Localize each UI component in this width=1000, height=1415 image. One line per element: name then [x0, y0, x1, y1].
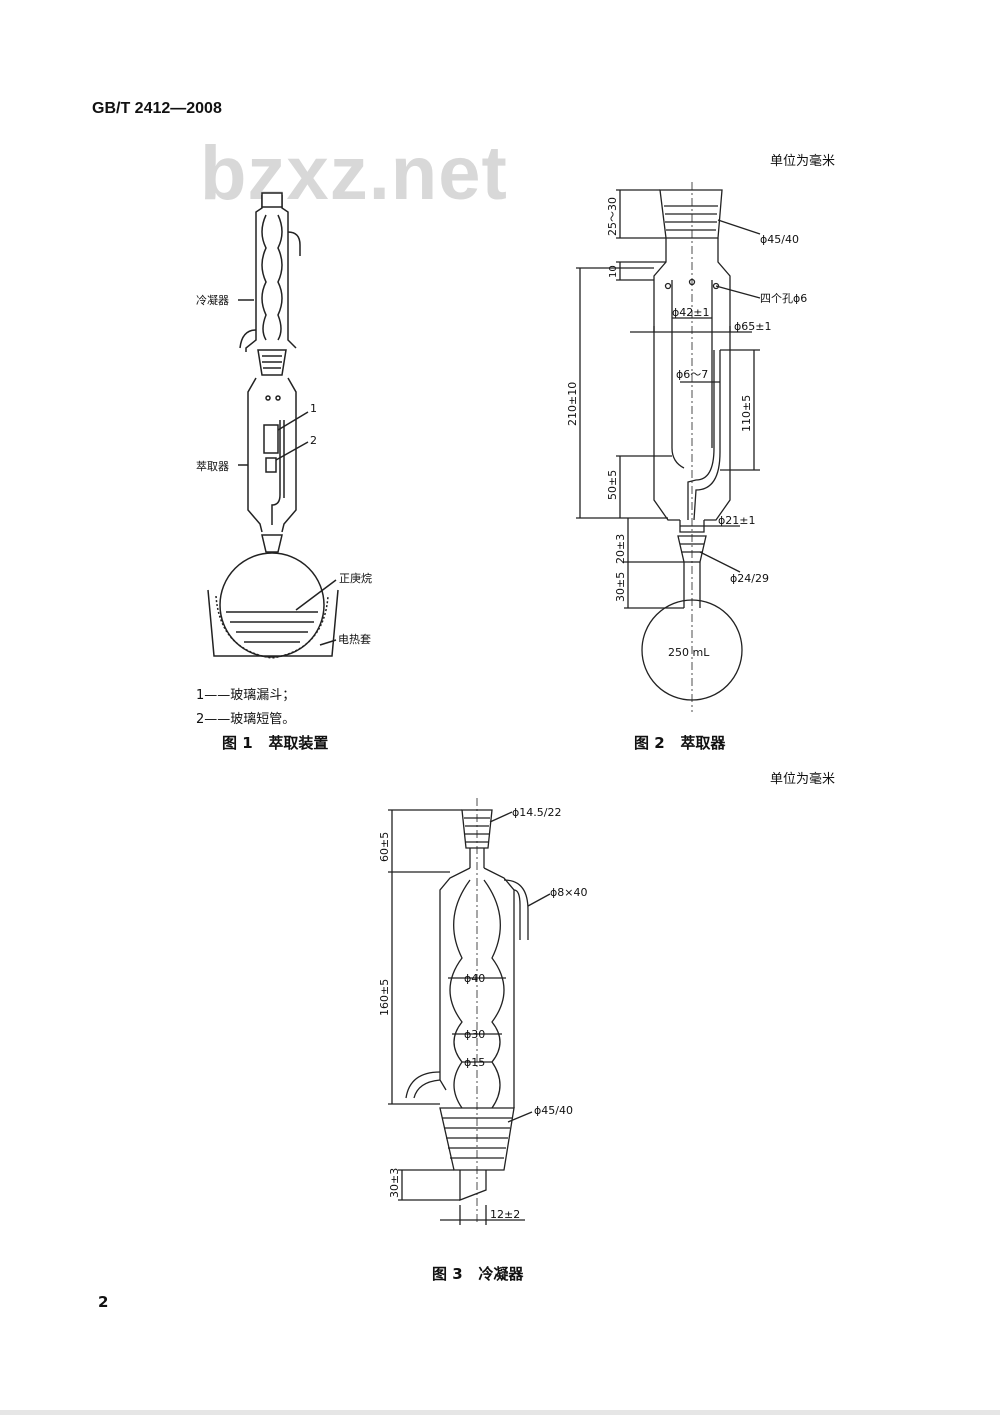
fig3-tip-len: 30±3 [388, 1168, 401, 1198]
fig2-inner-d: ϕ42±1 [672, 306, 709, 319]
unit-note-top: 单位为毫米 [770, 154, 836, 169]
unit-note-bottom: 单位为毫米 [770, 772, 836, 787]
fig2-top-len: 25～30 [606, 197, 619, 236]
fig1-legend-item-1: 1——玻璃漏斗； [196, 688, 296, 703]
fig2-neck-len: 20±3 [614, 534, 627, 564]
fig2-tube-d: ϕ6～7 [676, 368, 708, 381]
fig3-body-len: 160±5 [378, 979, 391, 1016]
fig2-holes: 四个孔ϕ6 [760, 292, 807, 305]
fig2-top-joint: ϕ45/40 [760, 233, 799, 246]
fig3-caption: 图 3 冷凝器 [432, 1265, 524, 1283]
fig2-low-len: 50±5 [606, 470, 619, 500]
fig3-tip-width: 12±2 [490, 1208, 520, 1221]
fig3-top-len: 60±5 [378, 832, 391, 862]
fig1-extractor-label: 萃取器 [196, 460, 229, 473]
fig2-flask-volume: 250 mL [668, 646, 710, 659]
page-number: 2 [98, 1293, 109, 1311]
fig2-neck-d: ϕ21±1 [718, 514, 755, 527]
fig3-outlet: ϕ8×40 [550, 886, 587, 899]
fig2-flask-neck: 30±5 [614, 572, 627, 602]
fig1-marker-2: 2 [310, 434, 317, 447]
fig3-top-joint: ϕ14.5/22 [512, 806, 561, 819]
watermark: bzxz.net [200, 131, 508, 216]
fig3-bottom-joint: ϕ45/40 [534, 1104, 573, 1117]
fig3-bulb15: ϕ15 [464, 1056, 485, 1069]
fig2-ten: 10 [608, 265, 619, 278]
fig2-flask-joint: ϕ24/29 [730, 572, 769, 585]
fig1-caption: 图 1 萃取装置 [222, 734, 329, 752]
fig2-body-len: 210±10 [566, 382, 579, 426]
fig2-side-len: 110±5 [740, 395, 753, 432]
fig1-condenser-label: 冷凝器 [196, 293, 229, 307]
fig2-caption: 图 2 萃取器 [634, 734, 726, 752]
fig1-legend-item-2: 2——玻璃短管。 [196, 712, 296, 727]
fig3-bulb40: ϕ40 [464, 972, 485, 985]
fig1-mantle-label: 电热套 [338, 633, 371, 646]
standard-number: GB/T 2412—2008 [92, 100, 222, 117]
fig1-marker-1: 1 [310, 402, 317, 415]
page-bottom-edge [0, 1410, 1000, 1415]
fig1-heptane-label: 正庚烷 [339, 571, 372, 585]
fig3-bulb30: ϕ30 [464, 1028, 485, 1041]
fig2-outer-d: ϕ65±1 [734, 320, 771, 333]
